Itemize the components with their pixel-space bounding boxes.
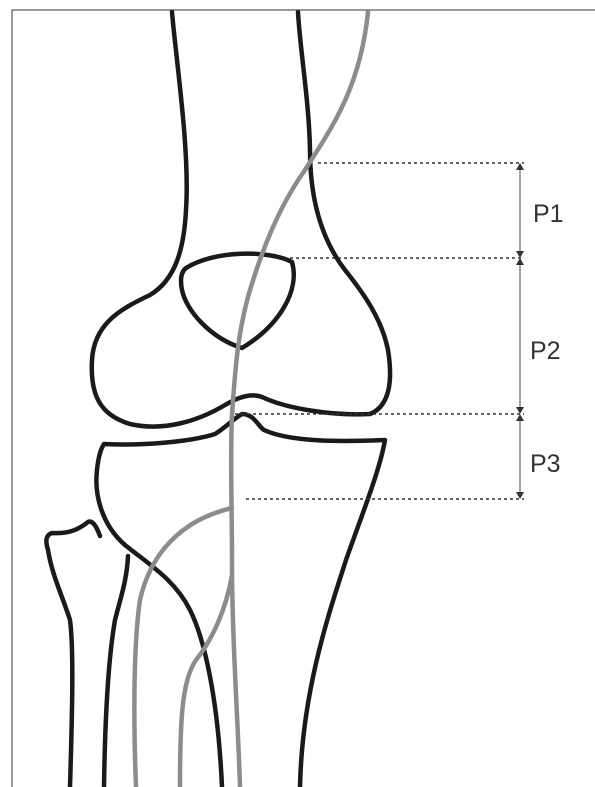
femur-outline: [92, 12, 390, 427]
dimension-p2: [516, 258, 524, 414]
dimension-p3: [516, 414, 524, 499]
segment-label-p1: P1: [533, 200, 564, 228]
segment-label-p2: P2: [530, 337, 561, 365]
fibula-outline: [46, 522, 128, 787]
patella-outline: [181, 254, 294, 348]
dimension-p1: [516, 163, 524, 258]
segment-label-p3: P3: [530, 450, 561, 478]
popliteal-artery: [231, 12, 368, 787]
